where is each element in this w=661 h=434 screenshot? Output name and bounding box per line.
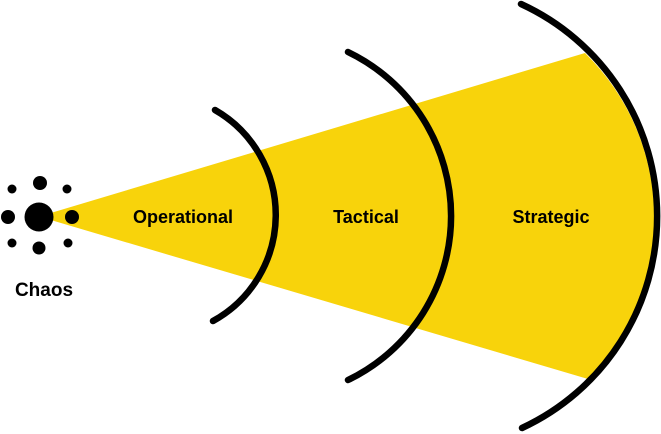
chaos-dot-left xyxy=(1,210,15,224)
zone-label-operational: Operational xyxy=(133,207,233,227)
chaos-dot-cluster xyxy=(1,176,79,255)
chaos-dot-center xyxy=(24,202,54,232)
chaos-dot-right xyxy=(65,210,79,224)
strategic-boundary-arc xyxy=(517,0,661,432)
chaos-dot-top xyxy=(33,176,47,190)
chaos-dot-bottom-right xyxy=(63,238,73,248)
light-cone xyxy=(39,53,655,379)
chaos-dot-bottom-left xyxy=(7,238,17,248)
chaos-label: Chaos xyxy=(15,280,73,301)
zone-label-strategic: Strategic xyxy=(512,207,589,227)
zone-label-tactical: Tactical xyxy=(333,207,399,227)
tactical-boundary-arc xyxy=(344,48,455,384)
operational-boundary-arc xyxy=(209,106,280,325)
chaos-dot-top-left xyxy=(7,184,17,194)
chaos-dot-bottom xyxy=(32,241,46,255)
chaos-dot-top-right xyxy=(62,184,72,194)
